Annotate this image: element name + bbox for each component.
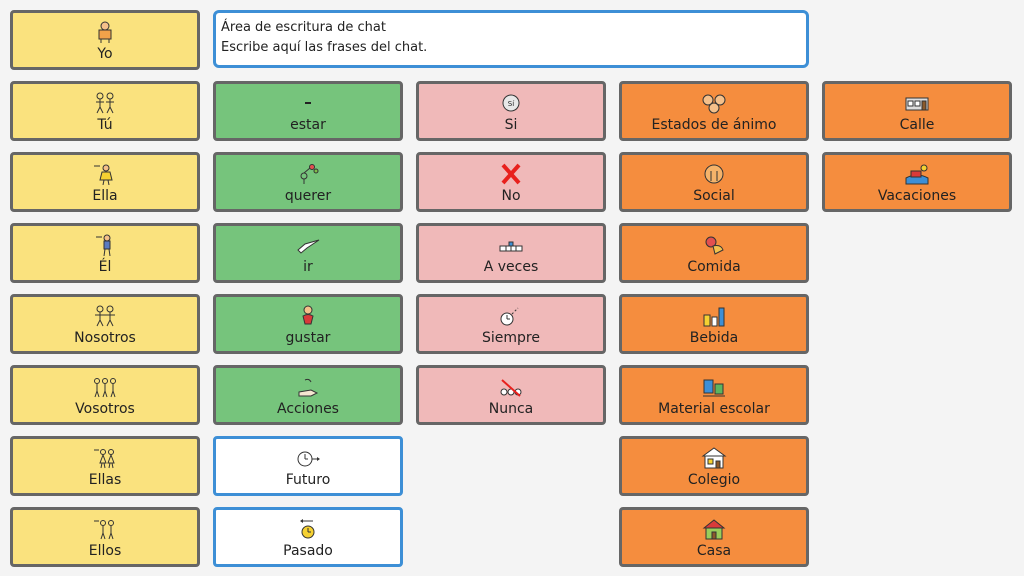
red-cross-icon (501, 163, 521, 185)
tile-yo[interactable]: Yo (10, 10, 200, 70)
school-icon (701, 447, 727, 469)
tile-bebida[interactable]: Bebida (619, 294, 809, 354)
want-icon (300, 164, 319, 184)
drinks-icon (703, 307, 725, 327)
tile-label: estar (290, 117, 326, 133)
tile-calle[interactable]: Calle (822, 81, 1012, 141)
tile-tu[interactable]: Tú (10, 81, 200, 141)
tile-querer[interactable]: querer (213, 152, 403, 212)
tile-label: Él (98, 259, 112, 275)
tile-social[interactable]: Social (619, 152, 809, 212)
dash-icon (305, 102, 311, 104)
tile-material-escolar[interactable]: Material escolar (619, 365, 809, 425)
tile-label: Estados de ánimo (651, 117, 777, 133)
tile-comida[interactable]: Comida (619, 223, 809, 283)
tile-label: Yo (97, 46, 113, 62)
tile-label: Nunca (488, 401, 534, 417)
tile-label: Siempre (482, 330, 540, 346)
tile-label: Tú (97, 117, 113, 133)
mood-faces-icon (702, 94, 726, 114)
tile-nunca[interactable]: Nunca (416, 365, 606, 425)
tile-estados-de-animo[interactable]: Estados de ánimo (619, 81, 809, 141)
tile-label: Ella (92, 188, 118, 204)
chat-placeholder: Escribe aquí las frases del chat. (221, 40, 428, 55)
tile-label: Material escolar (658, 401, 770, 417)
tile-colegio[interactable]: Colegio (619, 436, 809, 496)
tile-a-veces[interactable]: A veces (416, 223, 606, 283)
tile-ellos[interactable]: Ellos (10, 507, 200, 567)
clock-back-icon (300, 519, 315, 539)
group-us-icon (95, 305, 115, 327)
hand-action-icon (298, 378, 319, 397)
like-icon (302, 305, 314, 325)
house-icon (702, 519, 726, 540)
svg-text:Sí: Sí (508, 100, 515, 108)
tile-label: ir (303, 259, 313, 275)
food-icon (705, 236, 724, 255)
person-self-icon (98, 21, 112, 43)
tile-ellas[interactable]: Ellas (10, 436, 200, 496)
group-women-icon (94, 449, 115, 469)
clock-forward-icon (297, 451, 320, 467)
tile-label: Vosotros (75, 401, 135, 417)
tile-label: Vacaciones (877, 188, 957, 204)
tile-label: Nosotros (74, 330, 136, 346)
tile-label: Calle (899, 117, 935, 133)
tile-label: No (501, 188, 521, 204)
tile-casa[interactable]: Casa (619, 507, 809, 567)
two-people-pointing-icon (96, 92, 114, 114)
street-icon (905, 97, 929, 111)
point-hand-icon (297, 239, 320, 254)
girl-pointing-icon (94, 164, 113, 185)
tile-label: Bebida (689, 330, 739, 346)
tile-si[interactable]: Sí Si (416, 81, 606, 141)
tile-no[interactable]: No (416, 152, 606, 212)
tile-gustar[interactable]: gustar (213, 294, 403, 354)
school-supplies-icon (703, 379, 725, 397)
tile-label: Colegio (687, 472, 741, 488)
tile-label: Casa (696, 543, 732, 559)
tile-acciones[interactable]: Acciones (213, 365, 403, 425)
social-icon (704, 164, 724, 184)
tile-label: querer (284, 188, 332, 204)
tile-label: Comida (687, 259, 741, 275)
tile-ella[interactable]: Ella (10, 152, 200, 212)
group-you-icon (94, 378, 116, 398)
chat-writing-area[interactable]: Área de escritura de chat Escribe aquí l… (213, 10, 809, 68)
tile-label: Si (504, 117, 518, 133)
tile-nosotros[interactable]: Nosotros (10, 294, 200, 354)
tile-label: Ellas (88, 472, 122, 488)
tile-vacaciones[interactable]: Vacaciones (822, 152, 1012, 212)
never-icon (500, 379, 522, 397)
tile-estar[interactable]: estar (213, 81, 403, 141)
tile-futuro[interactable]: Futuro (213, 436, 403, 496)
tile-vosotros[interactable]: Vosotros (10, 365, 200, 425)
tile-pasado[interactable]: Pasado (213, 507, 403, 567)
tile-label: A veces (483, 259, 539, 275)
tile-label: Acciones (277, 401, 339, 417)
sometimes-icon (499, 241, 523, 252)
always-clock-icon (500, 307, 519, 326)
tile-label: gustar (285, 330, 331, 346)
tile-siempre[interactable]: Siempre (416, 294, 606, 354)
boy-pointing-icon (96, 234, 111, 256)
chat-title: Área de escritura de chat (221, 20, 386, 35)
tile-label: Pasado (283, 543, 333, 559)
yes-badge-icon: Sí (502, 94, 520, 112)
tile-ir[interactable]: ir (213, 223, 403, 283)
tile-label: Ellos (88, 543, 122, 559)
tile-el[interactable]: Él (10, 223, 200, 283)
tile-label: Futuro (285, 472, 331, 488)
tile-label: Social (693, 188, 735, 204)
holiday-icon (905, 164, 929, 185)
group-men-icon (94, 520, 114, 540)
